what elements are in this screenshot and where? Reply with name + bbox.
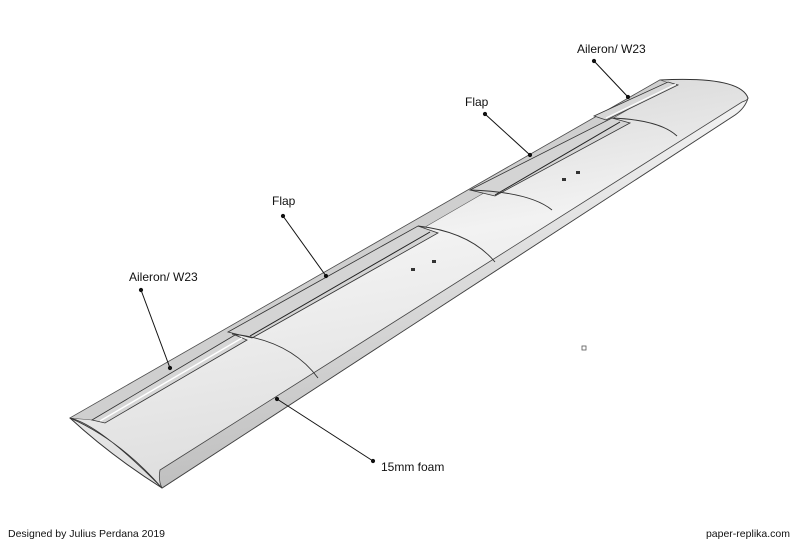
control-surface-band <box>69 79 673 421</box>
label-flap-right: Flap <box>465 95 489 109</box>
label-foam: 15mm foam <box>381 460 445 474</box>
website-credit: paper-replika.com <box>705 528 790 540</box>
label-aileron-left: Aileron/ W23 <box>129 270 198 284</box>
right-flap <box>468 117 632 197</box>
designer-credit: Designed by Julius Perdana 2019 <box>8 528 166 540</box>
label-flap-left: Flap <box>272 194 296 208</box>
root-airfoil <box>69 417 163 489</box>
leading-edge <box>158 97 749 489</box>
right-aileron <box>592 81 680 121</box>
label-aileron-right: Aileron/ W23 <box>577 42 646 56</box>
